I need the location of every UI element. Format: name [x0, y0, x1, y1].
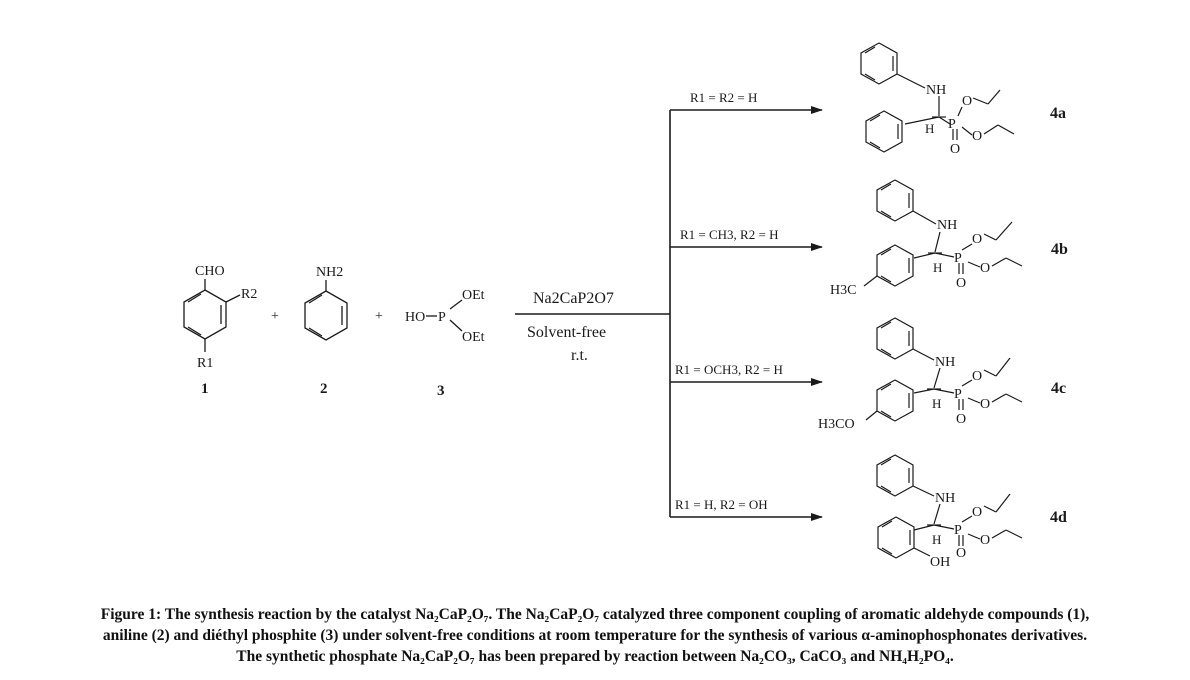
compound-number-3: 3 — [437, 383, 445, 399]
temperature-label: r.t. — [571, 347, 588, 364]
plus-sign-2: + — [375, 309, 383, 324]
reactant-1-aldehyde — [183, 279, 241, 352]
reactant-2-aniline — [304, 280, 348, 341]
solvent-label: Solvent-free — [527, 324, 606, 341]
catalyst-label: Na2CaP2O7 — [533, 290, 614, 307]
product-number-4b: 4b — [1051, 241, 1068, 258]
p-label: P — [954, 387, 962, 402]
caption-line-2: aniline (2) and diéthyl phosphite (3) un… — [102, 627, 1088, 644]
h-label: H — [925, 121, 934, 136]
aniline-ring — [876, 317, 914, 360]
o-label: O — [980, 397, 990, 412]
figure-caption: Figure 1: The synthesis reaction by the … — [0, 604, 1190, 667]
o-label: O — [956, 546, 966, 561]
oet-bottom-label: OEt — [462, 330, 485, 345]
methyl-substituent-label: H3C — [830, 283, 856, 298]
compound-number-1: 1 — [201, 381, 209, 397]
branch-label-4c: R1 = OCH3, R2 = H — [675, 362, 783, 377]
o-label: O — [980, 261, 990, 276]
o-label: O — [956, 412, 966, 427]
o-label: O — [972, 505, 982, 520]
anisole-ring — [876, 379, 914, 422]
reaction-scheme: CHO R2 R1 1 + NH2 2 + HO P OEt OEt 3 Na2… — [183, 42, 1068, 570]
p-label: P — [954, 251, 962, 266]
toluene-ring — [876, 244, 914, 287]
phenol-ring — [877, 516, 915, 559]
phenyl-ring — [865, 110, 903, 153]
p-label: P — [438, 310, 446, 325]
o-label: O — [972, 129, 982, 144]
product-number-4c: 4c — [1051, 380, 1066, 397]
o-label: O — [972, 232, 982, 247]
aniline-ring — [876, 179, 914, 222]
r1-label: R1 — [197, 356, 213, 371]
product-number-4d: 4d — [1050, 509, 1067, 526]
o-label: O — [962, 94, 972, 109]
product-4a: NH H P O O O 4a — [860, 42, 1066, 157]
branch-label-4b: R1 = CH3, R2 = H — [680, 227, 778, 242]
oet-top-label: OEt — [462, 288, 485, 303]
o-label: O — [950, 142, 960, 157]
h-label: H — [933, 260, 942, 275]
nh-label: NH — [926, 83, 946, 98]
branch-label-4d: R1 = H, R2 = OH — [675, 497, 768, 512]
product-4d: NH H P O O O OH 4d — [876, 454, 1067, 570]
o-label: O — [980, 533, 990, 548]
aniline-ring — [876, 454, 914, 497]
o-label: O — [956, 276, 966, 291]
ho-label: HO — [405, 310, 425, 325]
product-number-4a: 4a — [1050, 105, 1066, 122]
nh-label: NH — [935, 355, 955, 370]
h-label: H — [932, 396, 941, 411]
aniline-ring — [860, 42, 898, 85]
caption-line-3: The synthetic phosphate Na₂CaP₂O₇ has be… — [236, 648, 954, 665]
nh-label: NH — [937, 218, 957, 233]
h-label: H — [932, 532, 941, 547]
o-label: O — [972, 369, 982, 384]
branch-label-4a: R1 = R2 = H — [690, 90, 757, 105]
hydroxyl-substituent-label: OH — [930, 555, 950, 570]
p-label: P — [948, 117, 956, 132]
plus-sign-1: + — [271, 309, 279, 324]
product-4c: NH H P O O O H3CO 4c — [818, 317, 1066, 432]
p-oet-bond-bottom — [449, 319, 463, 332]
p-label: P — [954, 523, 962, 538]
nh2-label: NH2 — [316, 265, 343, 280]
compound-number-2: 2 — [320, 381, 328, 397]
benzene-ring — [304, 290, 348, 341]
nh-label: NH — [935, 491, 955, 506]
r2-label: R2 — [241, 287, 257, 302]
cho-label: CHO — [195, 264, 225, 279]
p-oet-bond-top — [449, 299, 463, 310]
methoxy-substituent-label: H3CO — [818, 417, 855, 432]
product-4b: NH H P O O O H3C 4b — [830, 179, 1068, 298]
caption-line-1: Figure 1: The synthesis reaction by the … — [100, 606, 1090, 623]
benzene-ring — [183, 289, 227, 340]
